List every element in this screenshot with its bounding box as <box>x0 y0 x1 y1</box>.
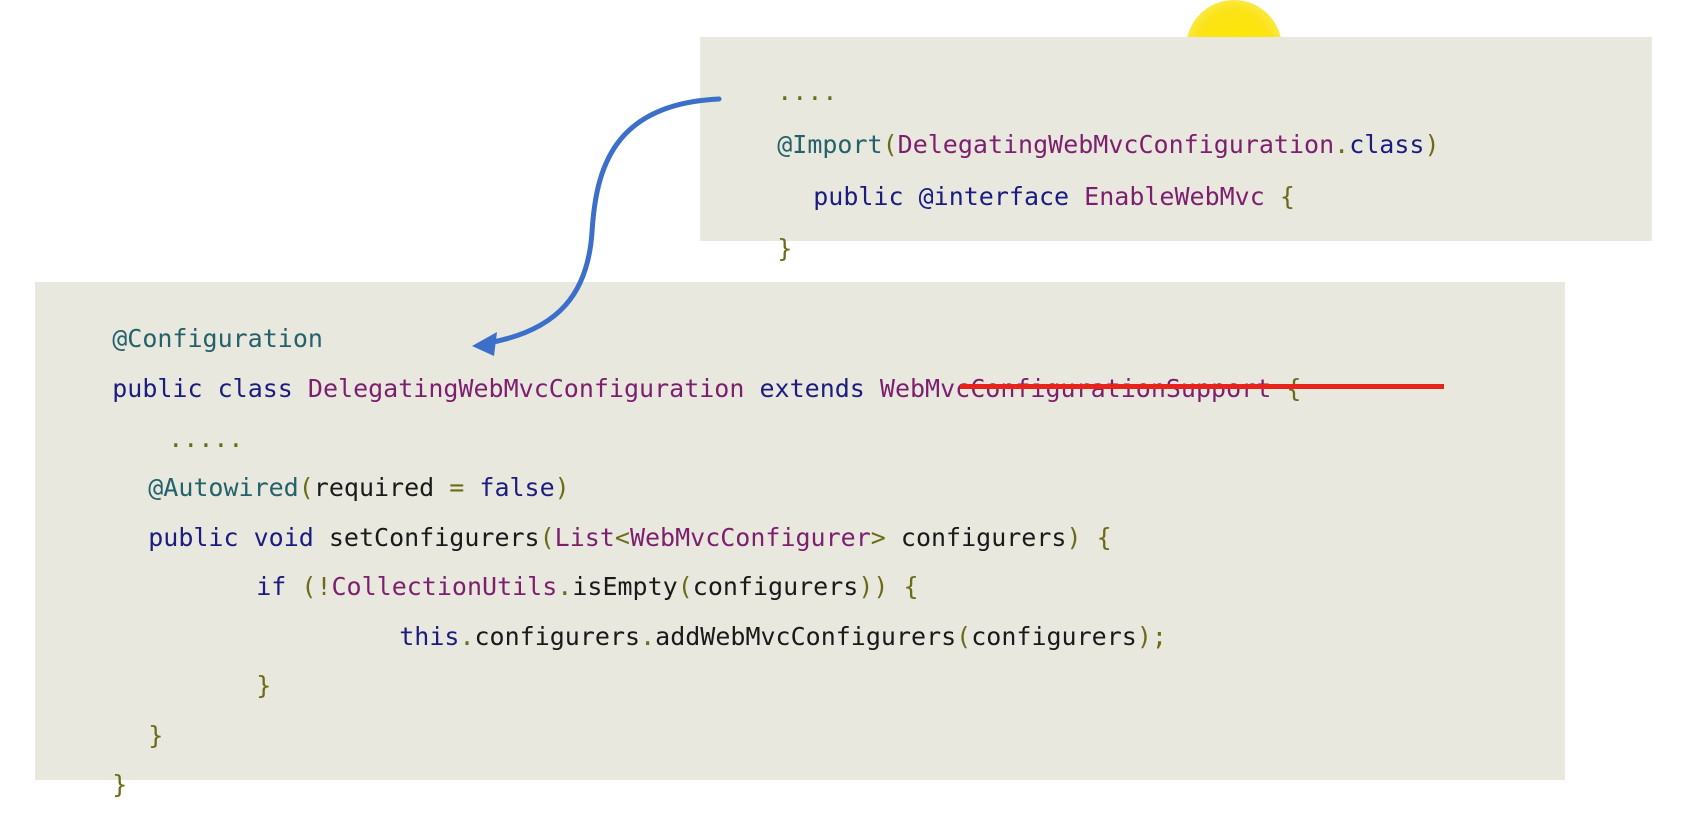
enable-webmvc-code-panel: .... @Import(DelegatingWebMvcConfigurati… <box>700 37 1652 263</box>
interface-name: EnableWebMvc <box>1084 182 1265 211</box>
code-line-import: @Import(DelegatingWebMvcConfiguration.cl… <box>777 130 1440 159</box>
import-annotation: @Import <box>777 130 883 159</box>
superclass-underline <box>960 384 1444 389</box>
configuration-annotation: @Configuration <box>112 324 323 353</box>
code-line-ellipsis: ..... <box>108 394 243 484</box>
code-line-interface: public @interface EnableWebMvc { <box>813 182 1295 211</box>
import-arrow <box>472 96 722 356</box>
code-line-method-close: } <box>148 721 164 750</box>
arrow-head <box>472 332 497 356</box>
code-line-if-close: } <box>256 671 272 700</box>
arrow-path <box>485 96 722 346</box>
code-line-configuration: @Configuration <box>52 294 323 384</box>
ellipsis: ..... <box>168 424 244 453</box>
code-line-close-brace: } <box>777 234 793 263</box>
code-line-ellipsis: .... <box>717 47 837 137</box>
code-line-if: if (!CollectionUtils.isEmpty(configurers… <box>256 572 919 601</box>
delegating-config-code-panel: @Configuration public class DelegatingWe… <box>35 282 1565 799</box>
class-name: DelegatingWebMvcConfiguration <box>307 374 745 403</box>
code-line-add-configurers: this.configurers.addWebMvcConfigurers(co… <box>399 622 1167 651</box>
autowired-annotation: @Autowired <box>148 473 299 502</box>
method-name: setConfigurers <box>328 523 540 552</box>
ellipsis: .... <box>777 77 838 106</box>
code-line-autowired: @Autowired(required = false) <box>148 473 570 502</box>
code-line-class-declaration: public class DelegatingWebMvcConfigurati… <box>52 344 1301 434</box>
code-line-method-signature: public void setConfigurers(List<WebMvcCo… <box>148 523 1112 552</box>
import-type: DelegatingWebMvcConfiguration <box>897 130 1335 159</box>
